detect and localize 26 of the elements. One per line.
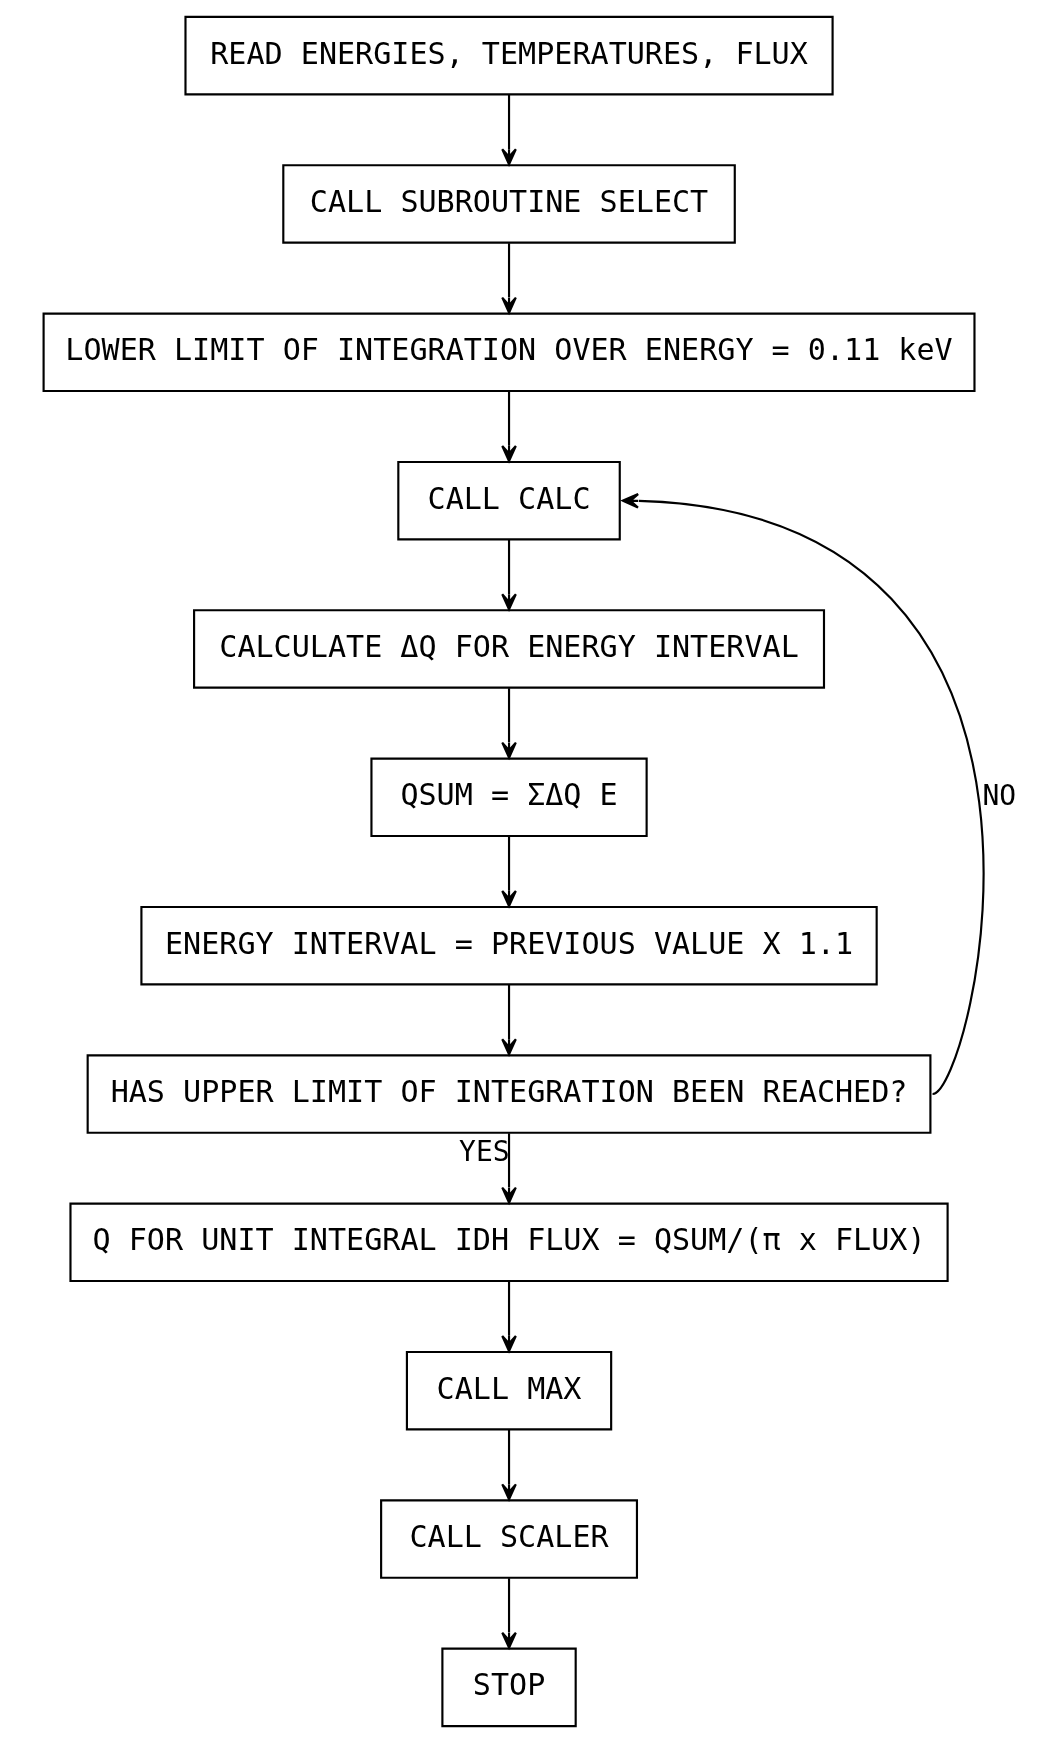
arrow xyxy=(501,836,517,908)
arrow xyxy=(501,539,517,611)
arrow xyxy=(501,984,517,1056)
arrow xyxy=(501,1578,517,1649)
edge-label: NO xyxy=(982,778,1017,812)
arrow xyxy=(501,94,517,166)
node-box: Q FOR UNIT INTEGRAL IDH FLUX = QSUM/(π x FLUX) xyxy=(69,1202,949,1283)
node-box: LOWER LIMIT OF INTEGRATION OVER ENERGY = 0.11 keV xyxy=(42,312,976,393)
node-box: ENERGY INTERVAL = PREVIOUS VALUE X 1.1 xyxy=(140,905,878,986)
arrow xyxy=(501,688,517,759)
node-box: HAS UPPER LIMIT OF INTEGRATION BEEN REACHED? xyxy=(86,1054,932,1134)
node-box: QSUM = ΣΔQ E xyxy=(370,757,648,838)
node-box: CALCULATE ΔQ FOR ENERGY INTERVAL xyxy=(193,609,826,689)
node-box: STOP xyxy=(441,1647,577,1728)
node-box: CALL CALC xyxy=(397,460,621,541)
arrow xyxy=(621,493,985,1095)
arrow xyxy=(501,243,517,314)
edge-label: YES xyxy=(459,1134,510,1168)
arrow xyxy=(501,1429,517,1501)
arrow xyxy=(501,1133,517,1204)
arrow xyxy=(501,1281,517,1353)
node-box: CALL MAX xyxy=(405,1350,613,1431)
arrow xyxy=(501,391,517,463)
node-box: CALL SUBROUTINE SELECT xyxy=(282,164,736,244)
node-box: READ ENERGIES, TEMPERATURES, FLUX xyxy=(184,15,834,96)
node-box: CALL SCALER xyxy=(380,1499,639,1579)
